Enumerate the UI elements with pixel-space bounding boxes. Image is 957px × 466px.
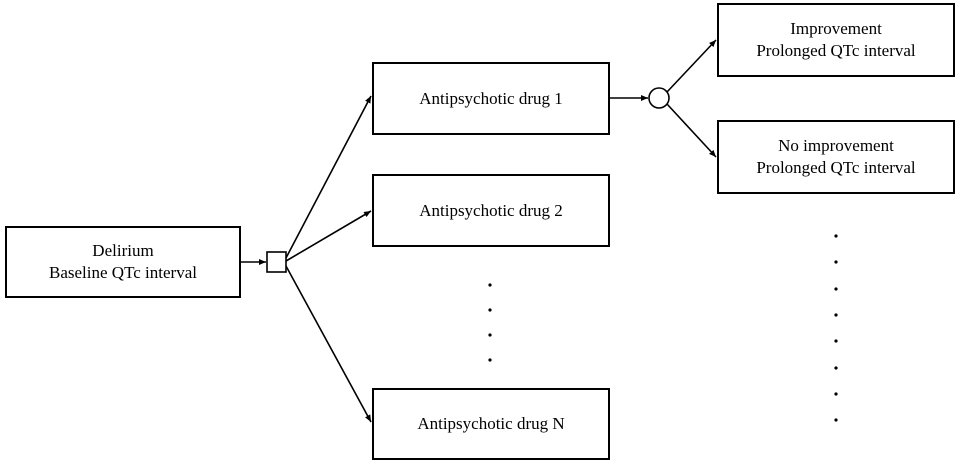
arrow-to-improvement — [666, 39, 717, 93]
outcome-box-improvement: Improvement Prolonged QTc interval — [717, 3, 955, 77]
arrow-to-drug-n — [285, 265, 372, 423]
arrow-to-no-improvement — [666, 103, 717, 158]
drug-box-n: Antipsychotic drug N — [372, 388, 610, 460]
decision-node-square — [266, 251, 287, 273]
root-box-delirium: Delirium Baseline QTc interval — [5, 226, 241, 298]
drug-box-1: Antipsychotic drug 1 — [372, 62, 610, 135]
outcome-line-2: Prolonged QTc interval — [756, 158, 916, 177]
root-line-1: Delirium — [92, 241, 154, 260]
outcome-line-1: No improvement — [778, 136, 894, 155]
drug-label: Antipsychotic drug N — [417, 414, 565, 433]
outcome-line-2: Prolonged QTc interval — [756, 41, 916, 60]
outcome-box-no-improvement: No improvement Prolonged QTc interval — [717, 120, 955, 194]
outcome-line-1: Improvement — [790, 19, 882, 38]
drug-label: Antipsychotic drug 1 — [419, 88, 563, 108]
drug-box-2: Antipsychotic drug 2 — [372, 174, 610, 247]
arrow-to-drug-2 — [285, 210, 372, 262]
root-line-2: Baseline QTc interval — [49, 263, 197, 282]
ellipsis-drugs — [488, 283, 492, 362]
chance-node-circle — [648, 87, 670, 109]
arrow-to-drug-1 — [285, 95, 372, 259]
ellipsis-outcomes — [834, 234, 838, 422]
drug-label: Antipsychotic drug 2 — [419, 200, 563, 220]
